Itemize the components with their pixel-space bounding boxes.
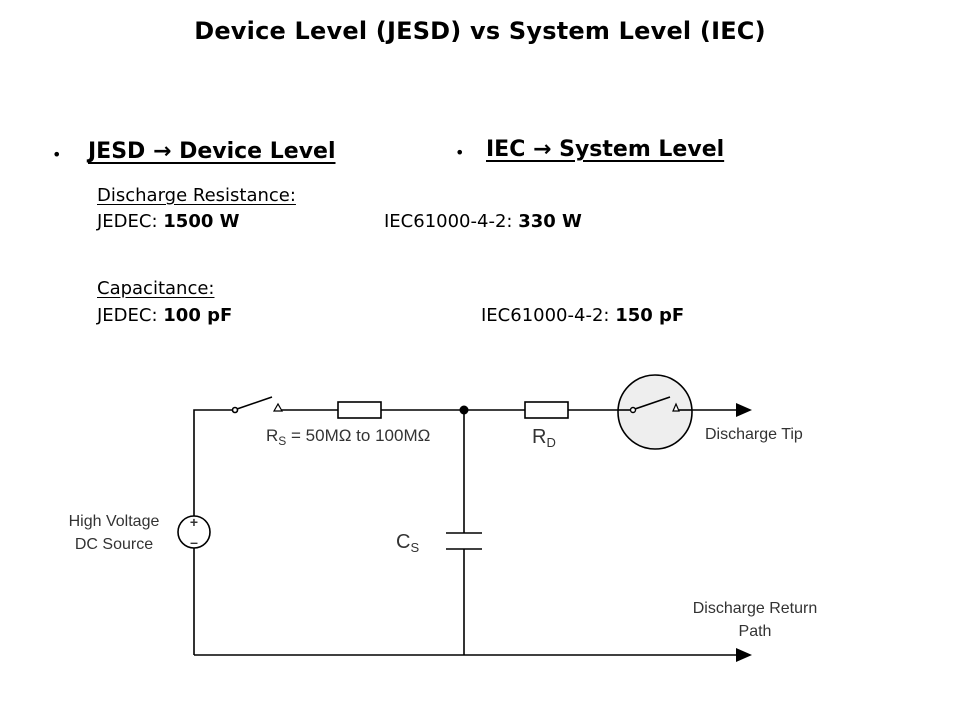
iec-capacitance-prefix: IEC61000-4-2: — [481, 305, 616, 326]
return-path-arrow-icon — [736, 648, 752, 662]
iec-resistance-value: 330 W — [518, 211, 582, 232]
relay-blade — [634, 396, 671, 410]
switch-blade — [236, 396, 273, 410]
jedec-capacitance-value: 100 pF — [163, 305, 233, 326]
jedec-resistance: JEDEC: 1500 W — [97, 211, 240, 232]
resistor-rd — [524, 401, 569, 419]
heading-jesd-device-level: JESD → Device Level — [88, 139, 336, 164]
iec-resistance-prefix: IEC61000-4-2: — [384, 211, 519, 232]
switch-contact-icon — [272, 402, 284, 412]
discharge-tip-label: Discharge Tip — [705, 426, 803, 443]
junction-dot — [459, 405, 469, 415]
rd-label: RD — [532, 426, 556, 450]
dc-source-icon — [177, 515, 211, 549]
resistor-rs — [337, 401, 382, 419]
discharge-tip-arrow-icon — [736, 403, 752, 417]
bullet-iec: • — [455, 143, 465, 162]
jedec-capacitance: JEDEC: 100 pF — [97, 305, 232, 326]
relay-pivot — [629, 406, 637, 414]
page-title: Device Level (JESD) vs System Level (IEC… — [194, 17, 766, 45]
heading-iec-system-level: IEC → System Level — [486, 137, 725, 162]
wire-top-left — [193, 409, 233, 552]
return-path-label-line2: Path — [739, 623, 772, 640]
iec-capacitance: IEC61000-4-2: 150 pF — [481, 305, 684, 326]
relay-contact-icon — [672, 402, 680, 412]
jedec-capacitance-prefix: JEDEC: — [97, 305, 164, 326]
source-minus: – — [190, 534, 198, 550]
source-label-line1: High Voltage — [69, 513, 160, 530]
source-label-line2: DC Source — [75, 536, 153, 553]
return-path-label-line1: Discharge Return — [693, 600, 818, 617]
jedec-resistance-prefix: JEDEC: — [97, 211, 164, 232]
rs-label: RS = 50MΩ to 100MΩ — [266, 426, 430, 448]
iec-resistance: IEC61000-4-2: 330 W — [384, 211, 582, 232]
cs-label: CS — [396, 531, 419, 555]
discharge-relay — [617, 374, 693, 450]
discharge-resistance-label: Discharge Resistance: — [97, 185, 296, 206]
switch-pivot — [231, 406, 239, 414]
source-plus: + — [190, 514, 198, 530]
iec-capacitance-value: 150 pF — [615, 305, 685, 326]
jedec-resistance-value: 1500 W — [163, 211, 240, 232]
capacitance-label: Capacitance: — [97, 278, 215, 299]
bullet-jesd: • — [52, 145, 62, 164]
